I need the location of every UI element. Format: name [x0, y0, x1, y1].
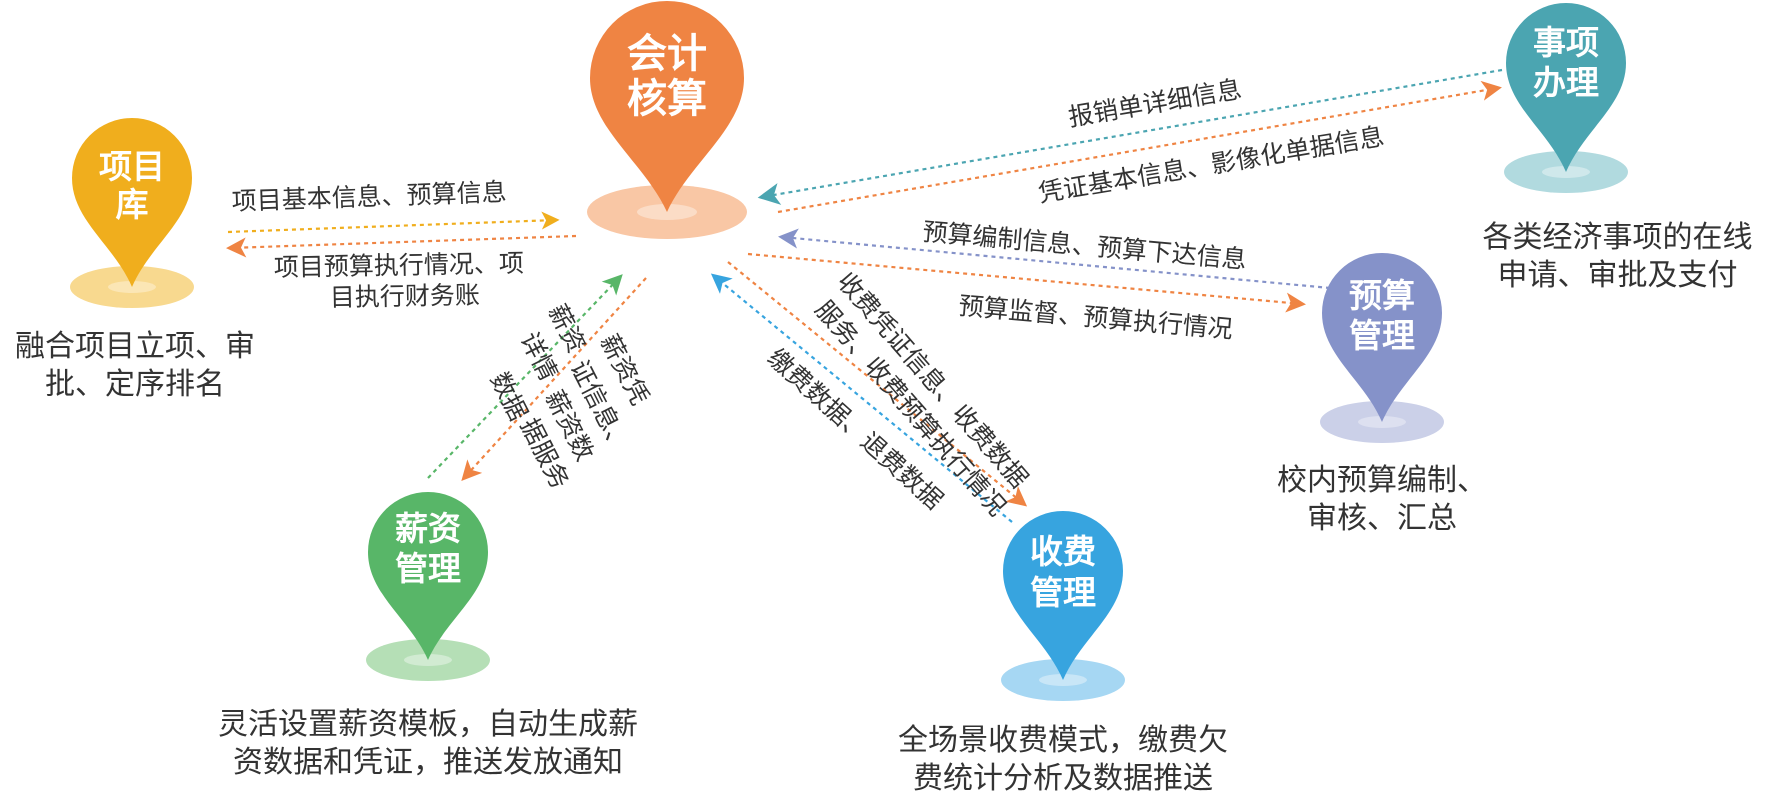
node-salary-management: 薪资 管理 — [366, 492, 490, 681]
flow-label-budget-to-accounting: 预算编制信息、预算下达信息 — [921, 217, 1247, 274]
project-description: 融合项目立项、审 批、定序排名 — [0, 328, 270, 404]
node-budget-management: 预算 管理 — [1320, 253, 1444, 443]
arrow-project-to-accounting — [227, 211, 560, 234]
budget-title-line1: 预算 — [1349, 276, 1415, 315]
arrow-accounting-to-salary — [461, 277, 647, 481]
matters-description: 各类经济事项的在线 申请、审批及支付 — [1462, 219, 1773, 295]
flow-label-accounting-to-project-line1: 项目预算执行情况、项 — [274, 249, 524, 282]
fees-description-line2: 费统计分析及数据推送 — [913, 761, 1213, 796]
salary-description: 灵活设置薪资模板，自动生成薪 资数据和凭证，推送发放通知 — [168, 706, 688, 782]
budget-description-line1: 校内预算编制、 — [1277, 463, 1487, 498]
node-project-library: 项目 库 — [70, 118, 194, 308]
flow-label-matters-to-accounting: 报销单详细信息 — [1066, 74, 1243, 131]
salary-title-line2: 管理 — [395, 549, 461, 588]
arrow-salary-to-accounting — [427, 274, 623, 479]
arrow-fees-to-accounting — [710, 273, 1013, 523]
matters-title-line2: 办理 — [1533, 63, 1599, 102]
matters-title-line1: 事项 — [1533, 23, 1599, 62]
project-pin-icon — [72, 118, 192, 287]
fees-description: 全场景收费模式，缴费欠 费统计分析及数据推送 — [863, 722, 1263, 798]
flow-label-accounting-to-budget: 预算监督、预算执行情况 — [957, 291, 1233, 344]
budget-description: 校内预算编制、 审核、汇总 — [1242, 462, 1522, 538]
flow-label-accounting-to-project-line2: 目执行财务账 — [330, 280, 480, 312]
salary-description-line1: 灵活设置薪资模板，自动生成薪 — [218, 707, 638, 742]
matters-description-line2: 申请、审批及支付 — [1497, 258, 1738, 293]
arrow-budget-to-accounting — [778, 228, 1331, 290]
budget-pin-icon — [1322, 253, 1442, 422]
flow-label-salary-to-accounting-line3: 数据 — [485, 368, 534, 426]
node-fee-management: 收费 管理 — [1001, 511, 1125, 701]
fees-title-line1: 收费 — [1030, 532, 1096, 571]
fees-description-line1: 全场景收费模式，缴费欠 — [898, 723, 1228, 758]
budget-title-line2: 管理 — [1349, 316, 1415, 355]
fees-pin-icon — [1003, 511, 1123, 680]
salary-title-line1: 薪资 — [395, 509, 461, 548]
accounting-title-line2: 核算 — [627, 76, 707, 122]
node-matters-handling: 事项 办理 — [1504, 3, 1628, 193]
accounting-title-line1: 会计 — [627, 31, 707, 77]
project-description-line2: 批、定序排名 — [45, 367, 225, 402]
fees-title-line2: 管理 — [1030, 573, 1096, 612]
project-title-line1: 项目 — [99, 147, 165, 186]
salary-description-line2: 资数据和凭证，推送发放通知 — [233, 745, 623, 780]
budget-description-line2: 审核、汇总 — [1307, 501, 1457, 536]
node-accounting: 会计 核算 — [587, 0, 747, 239]
accounting-pin-icon — [589, 0, 745, 213]
flow-label-project-to-accounting: 项目基本信息、预算信息 — [231, 177, 507, 216]
arrow-accounting-to-matters — [777, 80, 1502, 214]
flow-label-accounting-to-matters: 凭证基本信息、影像化单据信息 — [1036, 122, 1386, 208]
salary-pin-icon — [368, 492, 488, 660]
project-description-line1: 融合项目立项、审 — [15, 329, 255, 364]
matters-description-line1: 各类经济事项的在线 — [1482, 220, 1753, 255]
project-title-line2: 库 — [116, 185, 149, 224]
arrow-accounting-to-project — [226, 234, 577, 258]
arrow-matters-to-accounting — [757, 68, 1503, 205]
matters-pin-icon — [1506, 3, 1626, 172]
